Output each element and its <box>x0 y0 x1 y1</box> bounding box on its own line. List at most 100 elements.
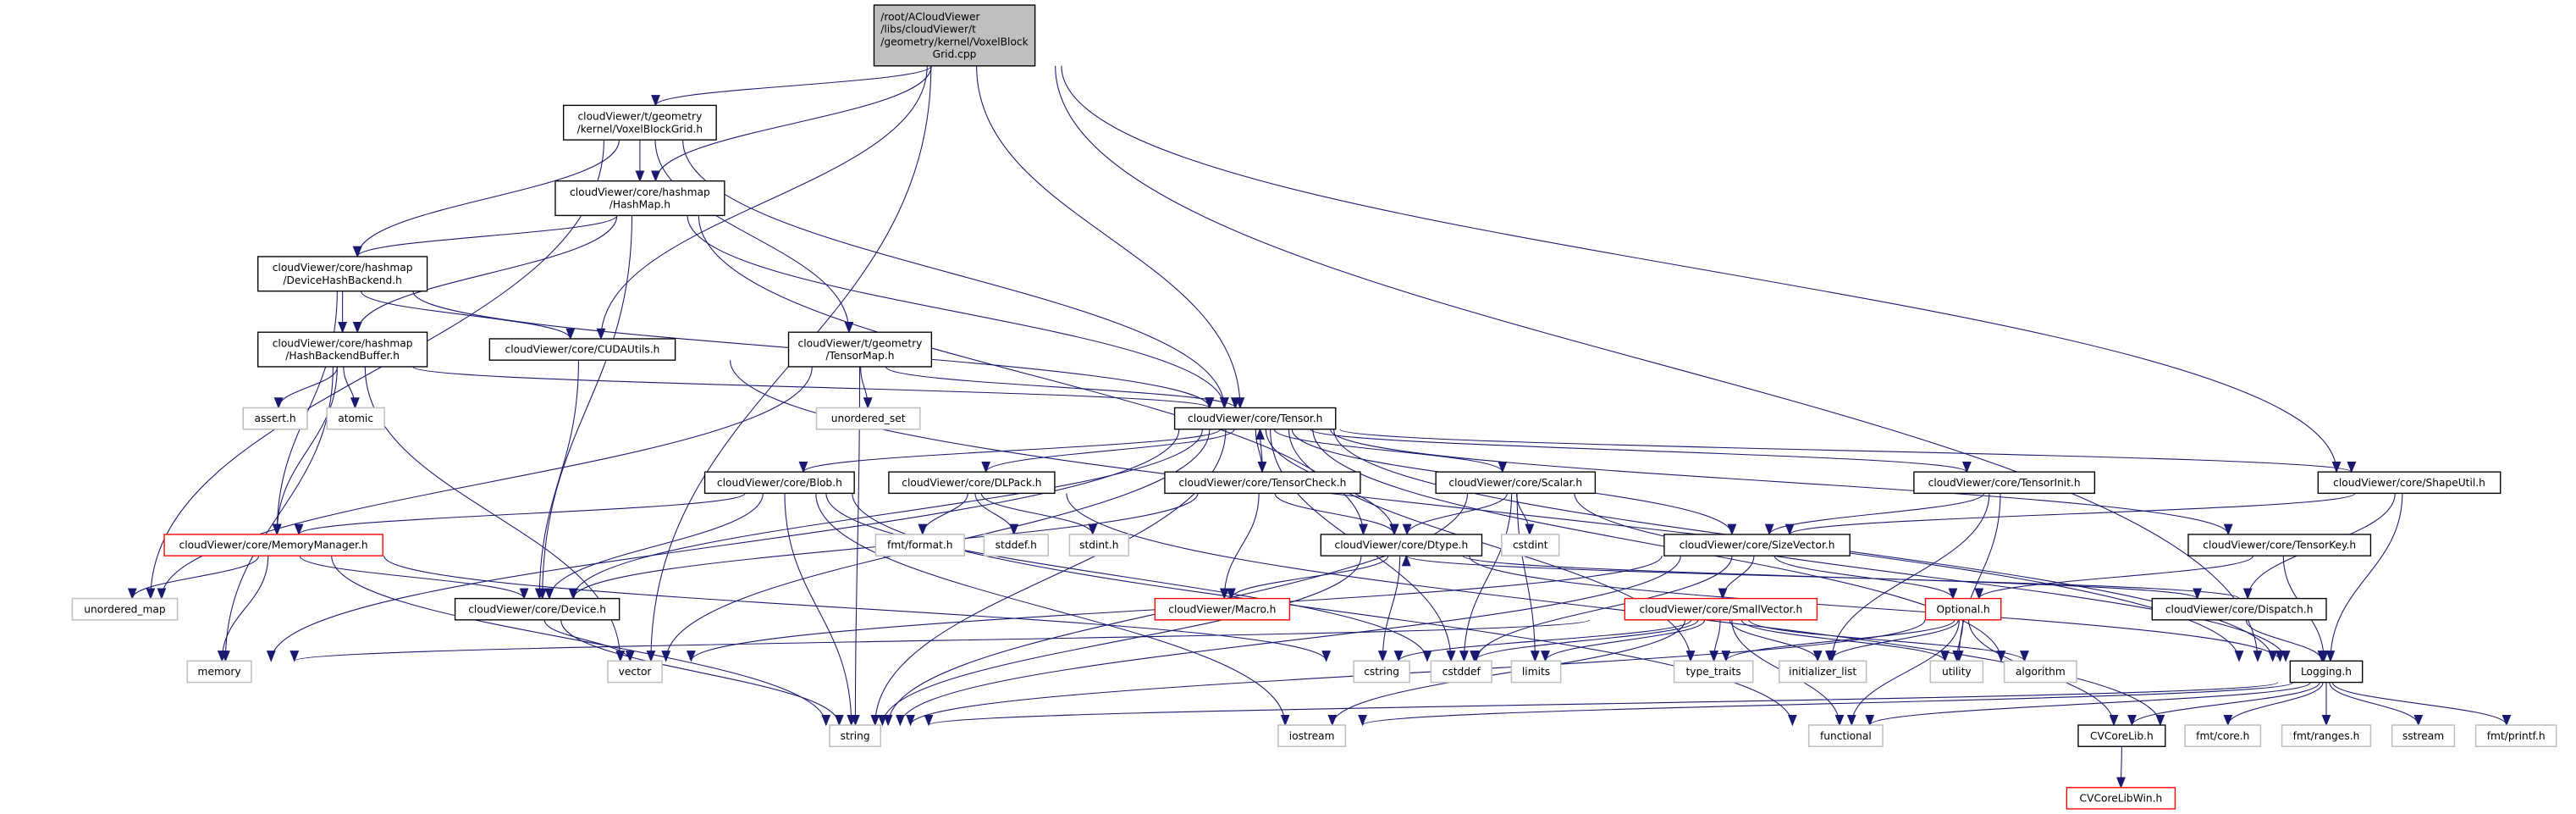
node-box <box>1501 534 1560 557</box>
edge-hashbuf-to-assert <box>273 366 339 409</box>
node-cvcorelib[interactable]: CVCoreLib.h <box>2077 724 2166 747</box>
edge-logging-to-fmt_printf <box>2331 682 2512 727</box>
node-label: vector <box>619 666 653 678</box>
node-box <box>983 534 1049 557</box>
node-unordered-map[interactable]: unordered_map <box>71 597 179 621</box>
node-dispatch[interactable]: cloudViewer/core/Dispatch.h <box>2151 597 2327 621</box>
node-assert[interactable]: assert.h <box>242 407 308 430</box>
node-hashmap[interactable]: cloudViewer/core/hashmap/HashMap.h <box>554 180 725 217</box>
node-unordered-set[interactable]: unordered_set <box>815 407 921 430</box>
node-fmt-core[interactable]: fmt/core.h <box>2184 724 2262 748</box>
node-devhash[interactable]: cloudViewer/core/hashmap/DeviceHashBacke… <box>257 256 428 292</box>
node-dlpack[interactable]: cloudViewer/core/DLPack.h <box>888 471 1056 495</box>
node-box <box>257 331 428 368</box>
node-algorithm[interactable]: algorithm <box>2003 660 2077 684</box>
node-functional[interactable]: functional <box>1807 724 1884 748</box>
node-hashbuf[interactable]: cloudViewer/core/hashmap/HashBackendBuff… <box>257 331 428 368</box>
node-memorymanager[interactable]: cloudViewer/core/MemoryManager.h <box>163 534 383 557</box>
node-box <box>829 724 881 748</box>
node-fmt-format[interactable]: fmt/format.h <box>874 534 965 557</box>
node-stddef[interactable]: stddef.h <box>983 534 1049 557</box>
node-box <box>1277 724 1347 748</box>
edge-tensor-to-tensorkey <box>1330 429 2233 536</box>
node-sizevector[interactable]: cloudViewer/core/SizeVector.h <box>1663 534 1851 557</box>
node-tensorkey[interactable]: cloudViewer/core/TensorKey.h <box>2187 534 2372 557</box>
node-cudautils[interactable]: cloudViewer/core/CUDAUtils.h <box>488 338 676 361</box>
edge-hashmap-to-device <box>538 215 633 600</box>
node-memory[interactable]: memory <box>186 660 252 684</box>
node-label: /TensorMap.h <box>825 350 894 362</box>
node-label: CVCoreLib.h <box>2090 730 2154 742</box>
node-label: algorithm <box>2016 666 2066 678</box>
node-fmt-ranges[interactable]: fmt/ranges.h <box>2281 724 2372 748</box>
edge-blob-to-cstddef <box>825 493 1432 662</box>
edge-logging-to-sstream <box>2329 682 2424 727</box>
node-string[interactable]: string <box>829 724 881 748</box>
node-tensorcheck[interactable]: cloudViewer/core/TensorCheck.h <box>1164 471 1361 495</box>
node-vbg-h[interactable]: cloudViewer/t/geometry/kernel/VoxelBlock… <box>562 104 717 141</box>
node-limits[interactable]: limits <box>1510 660 1562 684</box>
node-label: cloudViewer/core/Device.h <box>468 603 606 615</box>
node-box <box>2187 534 2372 557</box>
node-label: fmt/format.h <box>887 540 953 551</box>
node-optional[interactable]: Optional.h <box>1924 597 2002 621</box>
node-cstdint[interactable]: cstdint <box>1501 534 1560 557</box>
node-box <box>703 471 855 495</box>
node-fmt-printf[interactable]: fmt/printf.h <box>2474 724 2557 748</box>
node-tensor[interactable]: cloudViewer/core/Tensor.h <box>1173 407 1337 430</box>
edge-tensorinit-to-sizevector <box>1764 493 1985 536</box>
edge-tensor-to-memory <box>266 429 1180 662</box>
node-label: /root/ACloudViewer <box>880 11 980 23</box>
edge-optional-to-string <box>906 619 1926 727</box>
node-dtype[interactable]: cloudViewer/core/Dtype.h <box>1320 534 1483 557</box>
node-root[interactable]: /root/ACloudViewer/libs/cloudViewer/t/ge… <box>873 4 1036 67</box>
node-iostream[interactable]: iostream <box>1277 724 1347 748</box>
node-label: cloudViewer/t/geometry <box>577 111 702 123</box>
edge-dtype-to-string <box>878 556 1362 727</box>
edge-logging-to-iostream <box>1358 682 2293 727</box>
node-stdint[interactable]: stdint.h <box>1068 534 1130 557</box>
edge-device-to-string <box>560 619 844 727</box>
node-box <box>1624 597 1818 621</box>
node-box <box>2289 660 2364 684</box>
edge-vbg_h-to-unordered_map <box>146 140 604 600</box>
edge-tensor-to-tensorinit <box>1310 429 1972 473</box>
node-tensormap[interactable]: cloudViewer/t/geometry/TensorMap.h <box>787 331 933 368</box>
edge-dispatch-to-dtype <box>1402 554 2240 600</box>
edge-smallvector-to-cstddef <box>1470 619 1699 662</box>
node-utility[interactable]: utility <box>1929 660 1984 684</box>
node-label: utility <box>1942 666 1972 678</box>
node-logging[interactable]: Logging.h <box>2289 660 2364 684</box>
node-atomic[interactable]: atomic <box>326 407 385 430</box>
edge-optional-to-initializer_list <box>1825 619 1959 662</box>
node-smallvector[interactable]: cloudViewer/core/SmallVector.h <box>1624 597 1818 621</box>
node-vector[interactable]: vector <box>607 660 663 684</box>
node-label: cloudViewer/core/ShapeUtil.h <box>2333 477 2485 489</box>
edge-tensor-to-blob <box>798 429 1221 473</box>
node-type-traits[interactable]: type_traits <box>1673 660 1754 684</box>
edge-scalar-to-logging <box>1574 493 2291 662</box>
node-tensorinit[interactable]: cloudViewer/core/TensorInit.h <box>1913 471 2096 495</box>
node-initializer-list[interactable]: initializer_list <box>1778 660 1867 684</box>
node-box <box>554 180 725 217</box>
node-device[interactable]: cloudViewer/core/Device.h <box>454 597 621 621</box>
edge-vbg_h-to-tensor <box>682 140 1229 409</box>
node-shapeutil[interactable]: cloudViewer/core/ShapeUtil.h <box>2317 471 2502 495</box>
node-label: cloudViewer/core/TensorCheck.h <box>1178 477 1346 489</box>
node-scalar[interactable]: cloudViewer/core/Scalar.h <box>1435 471 1597 495</box>
node-label: sstream <box>2402 730 2444 742</box>
node-blob[interactable]: cloudViewer/core/Blob.h <box>703 471 855 495</box>
node-box <box>607 660 663 684</box>
node-sstream[interactable]: sstream <box>2391 724 2456 748</box>
edge-tensor-to-type_traits <box>1288 429 1696 662</box>
node-cstring[interactable]: cstring <box>1353 660 1410 684</box>
node-macro[interactable]: cloudViewer/Macro.h <box>1154 597 1291 621</box>
edge-logging-to-cvcorelib <box>2127 682 2320 727</box>
node-label: cloudViewer/core/MemoryManager.h <box>179 540 368 551</box>
node-label: fmt/core.h <box>2196 730 2249 742</box>
edge-logging-to-fmt_core <box>2223 682 2324 727</box>
edge-smallvector-to-initializer_list <box>1729 619 1823 662</box>
node-cstddef[interactable]: cstddef <box>1430 660 1492 684</box>
node-cvcorelibwin[interactable]: CVCoreLibWin.h <box>2066 787 2176 810</box>
